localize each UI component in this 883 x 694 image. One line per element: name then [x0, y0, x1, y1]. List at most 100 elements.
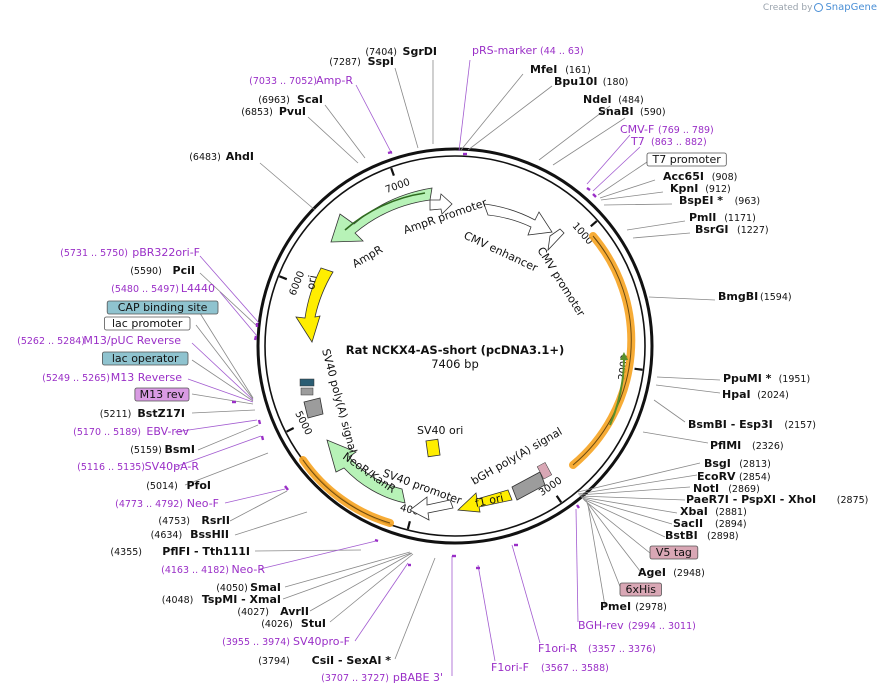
position-label: (5590) — [130, 266, 162, 277]
map-label: 6xHis — [619, 582, 662, 597]
site-name: BssHII — [190, 528, 229, 541]
map-label: BstBI(2898) — [665, 529, 739, 542]
site-name: PmlI — [689, 211, 716, 224]
position-label: (4163 .. 4182) — [161, 565, 229, 576]
tick-mark — [390, 167, 395, 177]
feature-label-text: M13 rev — [140, 388, 185, 401]
plasmid-title: Rat NCKX4-AS-short (pcDNA3.1+) 7406 bp — [346, 343, 564, 371]
position-label: (1171) — [724, 213, 756, 224]
leader-lines — [174, 59, 721, 676]
map-label: M13/pUC Reverse(5262 .. 5284) — [17, 334, 181, 347]
site-name: NdeI — [583, 93, 612, 106]
site-name: AhdI — [226, 150, 254, 163]
map-label: lac operator — [102, 351, 189, 366]
map-label: Bpu10I(180) — [554, 75, 628, 88]
map-label: PflFI - Tth111I (4355) — [110, 545, 250, 558]
map-label: NotI(2869) — [693, 482, 760, 495]
map-label: PpuMI *(1951) — [723, 372, 810, 385]
feature-label-text: 6xHis — [625, 583, 656, 596]
map-label: PciI(5590) — [130, 264, 195, 277]
map-label: PvuI(6853) — [241, 105, 306, 118]
feature-glyphs — [295, 187, 636, 527]
primer-name: T7 — [630, 135, 645, 148]
ori-feature — [295, 267, 334, 343]
map-label: PflMI(2326) — [710, 439, 784, 452]
position-label: (2994 .. 3011) — [628, 621, 696, 632]
position-label: (4026) — [261, 619, 293, 630]
map-label: M13 rev — [134, 387, 190, 402]
cmv-enhancer-feature — [483, 203, 553, 236]
position-label: (5262 .. 5284) — [17, 336, 85, 347]
feature-label-text: lac operator — [112, 352, 179, 365]
position-label: (5014) — [146, 481, 178, 492]
map-label: AvrII(4027) — [237, 605, 309, 618]
site-name: PaeR7I - PspXI - XhoI — [686, 493, 816, 506]
site-name: PflMI — [710, 439, 741, 452]
position-label: (3955 .. 3974) — [222, 637, 290, 648]
map-label: BsrGI(1227) — [695, 223, 769, 236]
position-label: (4355) — [110, 547, 142, 558]
map-label: XbaI(2881) — [680, 505, 747, 518]
site-name: PflFI - Tth111I — [162, 545, 250, 558]
map-label: ScaI(6963) — [258, 93, 323, 106]
primer-name: SV40pro-F — [293, 635, 350, 648]
site-name: HpaI — [722, 388, 751, 401]
position-label: (5249 .. 5265) — [42, 373, 110, 384]
position-label: (180) — [603, 77, 629, 88]
sv40-ori-feature — [425, 438, 441, 458]
map-label: T7 promoter — [646, 152, 727, 167]
site-name: BmgBI — [718, 290, 758, 303]
snapgene-logo-icon — [814, 3, 824, 12]
map-label: SmaI(4050) — [216, 581, 281, 594]
map-label: SspI(7287) — [329, 55, 394, 68]
map-label: RsrII (4753) — [158, 514, 230, 527]
position-label: (4753) — [158, 516, 190, 527]
position-label: (2157) — [784, 420, 816, 431]
primer-name: L4440 — [181, 282, 215, 295]
neor-feature — [326, 439, 406, 504]
primer-marks — [232, 150, 597, 570]
site-name: KpnI — [670, 182, 698, 195]
map-label: BstZ17I(5211) — [100, 407, 185, 420]
map-label: CMV-F(769 .. 789) — [620, 123, 714, 136]
position-label: (7287) — [329, 57, 361, 68]
position-label: (908) — [712, 172, 738, 183]
site-name: CsiI - SexAI * — [312, 654, 392, 667]
site-name: BspEI * — [679, 194, 723, 207]
site-name: SnaBI — [598, 105, 634, 118]
map-labels: SgrDI(7404)pRS-marker(44 .. 63)SspI(7287… — [17, 44, 868, 684]
position-label: (769 .. 789) — [658, 125, 714, 136]
feature-label-ampr: AmpR — [350, 243, 385, 271]
map-label: pBABE 3'(3707 .. 3727) — [321, 671, 443, 684]
orf-inner-green — [609, 352, 629, 426]
map-label: PmlI (1171) — [689, 211, 756, 224]
map-label: SV40pA-R(5116 .. 5135) — [77, 460, 199, 473]
sv40-promoter-feature — [409, 496, 454, 521]
position-label: (863 .. 882) — [651, 137, 707, 148]
map-label: SV40pro-F(3955 .. 3974) — [222, 635, 350, 648]
position-label: (484) — [618, 95, 644, 106]
site-name: PvuI — [279, 105, 306, 118]
position-label: (3567 .. 3588) — [541, 663, 609, 674]
primer-name: F1ori-F — [491, 661, 529, 674]
map-label: BsgI(2813) — [704, 457, 771, 470]
site-name: BsmBI - Esp3I — [688, 418, 773, 431]
map-label: pBR322ori-F(5731 .. 5750) — [60, 246, 200, 259]
position-label: (7033 .. 7052) — [249, 76, 317, 87]
site-name: EcoRV — [697, 470, 736, 483]
position-label: (1951) — [779, 374, 811, 385]
position-label: (3357 .. 3376) — [588, 644, 656, 655]
position-label: (1227) — [737, 225, 769, 236]
position-label: (5480 .. 5497) — [111, 284, 179, 295]
position-label: (4050) — [216, 583, 248, 594]
site-name: RsrII — [201, 514, 230, 527]
site-name: BstBI — [665, 529, 698, 542]
primer-name: pRS-marker — [472, 44, 537, 57]
map-label: BspEI *(963) — [679, 194, 760, 207]
map-label: F1ori-R(3357 .. 3376) — [538, 642, 656, 655]
feature-label-box — [134, 387, 190, 402]
primer-name: BGH-rev — [578, 619, 624, 632]
map-label: lac promoter — [104, 316, 191, 331]
position-label: (6963) — [258, 95, 290, 106]
map-label: NdeI (484) — [583, 93, 644, 106]
